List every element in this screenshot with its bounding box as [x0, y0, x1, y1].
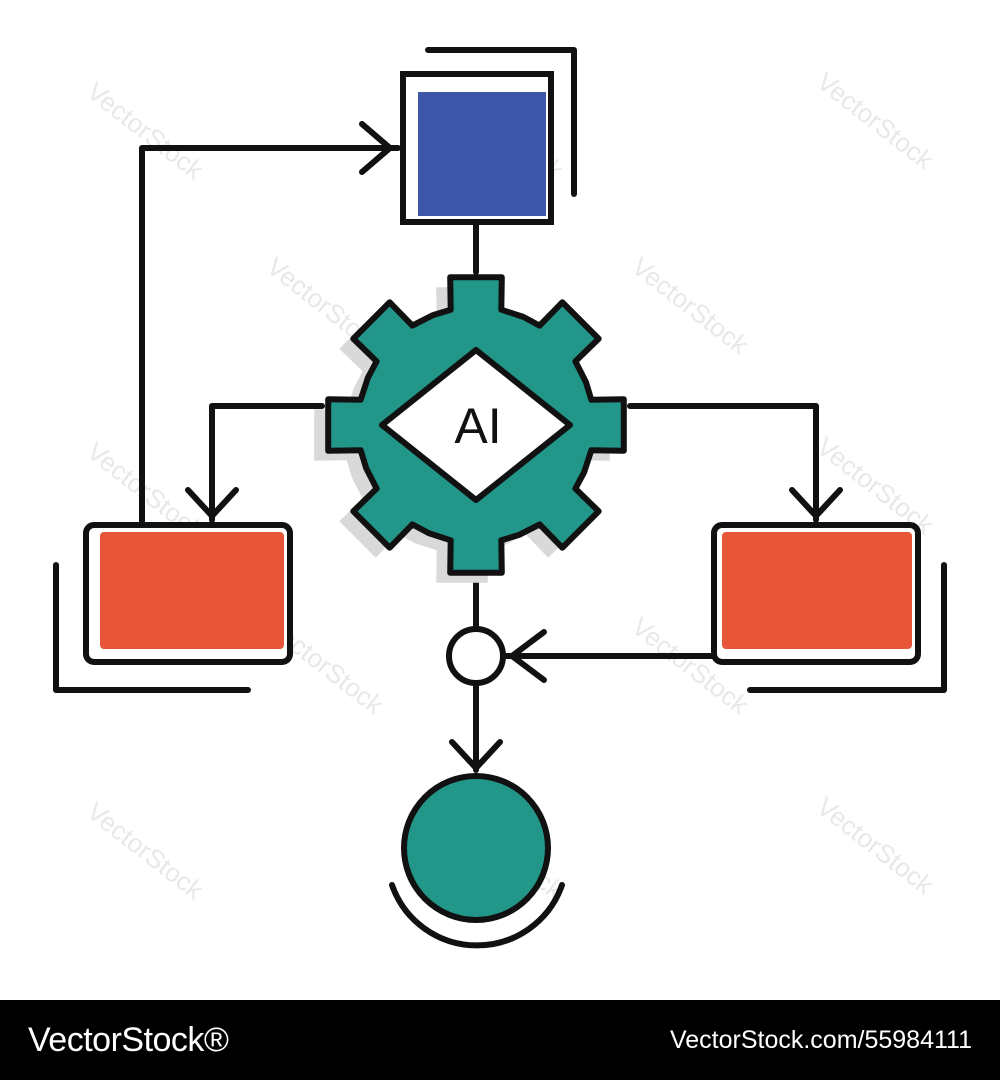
box-shadow-lines: [747, 562, 947, 693]
watermark-text: VectorStock: [811, 791, 940, 901]
connector-left-to-top: [139, 145, 401, 528]
ai-diamond: [379, 347, 573, 503]
process-box-top: [400, 47, 577, 225]
box-shadow-lines: [53, 562, 251, 693]
arrowhead-down: [789, 487, 843, 519]
arrowhead-right: [359, 121, 393, 175]
watermark-text: VectorStock: [626, 251, 755, 361]
terminal-circle: [401, 773, 551, 923]
vectorstock-logo: VectorStock®: [28, 1020, 229, 1059]
process-box-left: [53, 522, 293, 693]
connector-gear-to-right: [627, 403, 819, 523]
watermark-text: VectorStock: [811, 66, 940, 176]
terminal-underline-arc: [389, 882, 565, 949]
watermark-text: VectorStock: [81, 76, 210, 186]
watermark-text: VectorStock: [81, 796, 210, 906]
junction-node: [446, 626, 506, 686]
process-box-right: [711, 522, 947, 693]
ai-flowchart-diagram: VectorStock VectorStock VectorStock Vect…: [53, 47, 947, 949]
footer-bar: VectorStock® VectorStock.com/55984111: [0, 1000, 1000, 1080]
box-fill: [100, 532, 284, 649]
arrowhead-left: [509, 629, 547, 683]
box-fill: [722, 532, 912, 649]
connector-gear-to-left: [209, 403, 325, 523]
box-shadow-lines: [425, 47, 577, 197]
connector-lines: [139, 121, 843, 773]
terminal-node: [389, 773, 565, 949]
box-fill: [418, 92, 546, 216]
image-id-url: VectorStock.com/55984111: [669, 1025, 972, 1054]
arrowhead-down: [185, 487, 239, 519]
arrowhead-down: [449, 739, 503, 771]
ai-label: AI: [454, 398, 501, 454]
ai-gear: AI: [314, 274, 627, 583]
